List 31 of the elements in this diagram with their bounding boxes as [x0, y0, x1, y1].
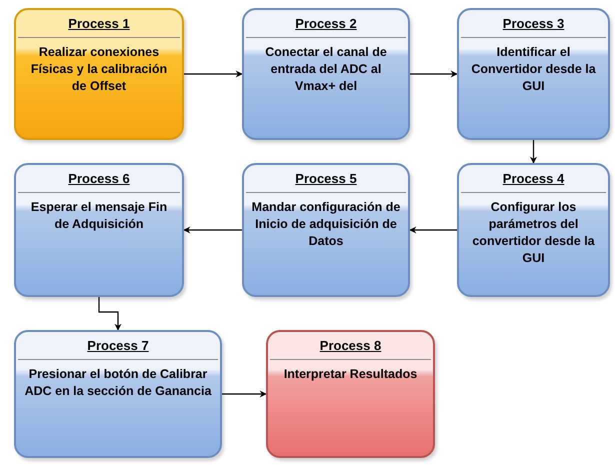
arrow: [222, 390, 267, 398]
arrow: [410, 70, 458, 78]
process-title: Process 5: [246, 165, 406, 193]
arrow: [409, 226, 457, 234]
process-box: [14, 330, 222, 458]
arrow: [183, 226, 242, 234]
process-title: Process 1: [18, 10, 180, 38]
process-description: Presionar el botón de Calibrar ADC en la sección de Ganancia: [24, 366, 212, 400]
process-title: Process 2: [246, 10, 406, 38]
process-title: Process 4: [461, 165, 606, 193]
process-title: Process 6: [18, 165, 180, 193]
arrow: [98, 297, 122, 331]
arrow: [184, 70, 243, 78]
process-title: Process 8: [270, 332, 431, 360]
process-box: [457, 8, 610, 140]
process-description: Esperar el mensaje Fin de Adquisición: [30, 199, 168, 233]
process-box: [266, 330, 435, 458]
process-description: Identificar el Convertidor desde la GUI: [470, 44, 597, 95]
process-box: [14, 8, 184, 140]
arrow: [530, 140, 537, 164]
process-description: Conectar el canal de entrada del ADC al Vmax+ del: [264, 44, 388, 95]
process-description: Interpretar Resultados: [282, 366, 418, 383]
process-description: Configurar los parámetros del convertidor desde la GUI: [471, 199, 596, 267]
process-description: Mandar configuración de Inicio de adquisición de Datos: [250, 199, 402, 250]
process-box: [14, 163, 184, 297]
process-description: Realizar conexiones Físicas y la calibración de Offset: [30, 44, 168, 95]
process-box: [457, 163, 610, 297]
process-title: Process 7: [18, 332, 218, 360]
process-box: [242, 163, 410, 297]
process-box: [242, 8, 410, 140]
process-title: Process 3: [461, 10, 606, 38]
